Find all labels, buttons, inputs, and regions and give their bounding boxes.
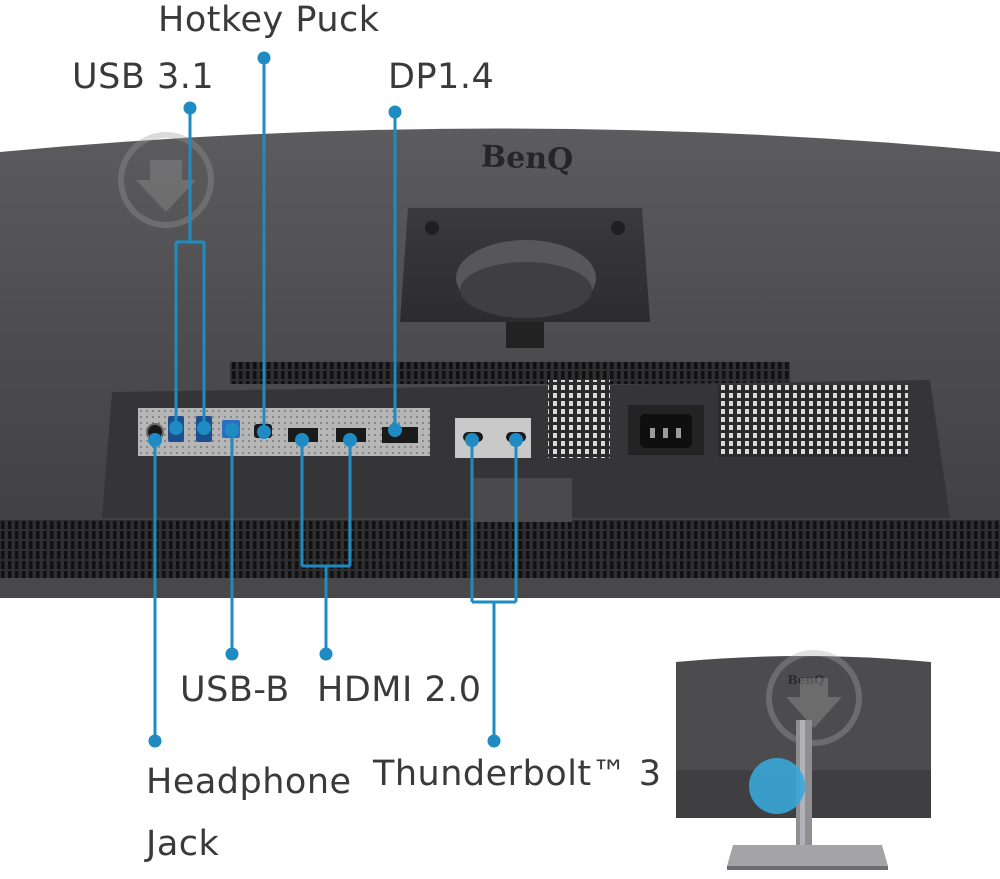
vent-grille-left: [548, 380, 610, 458]
vent-bottom: [0, 520, 1000, 580]
thumbnail-brand-logo: BenQ: [788, 673, 825, 687]
power-socket: [628, 405, 704, 455]
cable-clip: [472, 478, 572, 522]
label-dp14: DP1.4: [388, 57, 495, 97]
vent-upper: [230, 362, 790, 384]
label-thunderbolt: Thunderbolt™ 3: [373, 754, 662, 794]
label-usb-31: USB 3.1: [72, 57, 215, 97]
port-panel-main: [138, 408, 430, 456]
label-headphone-line2: Jack: [146, 824, 220, 864]
label-headphone-jack: Headphone Jack: [146, 751, 366, 875]
label-hotkey-puck: Hotkey Puck: [158, 0, 380, 40]
leader-lines: [153, 58, 518, 741]
label-hdmi20: HDMI 2.0: [317, 670, 482, 710]
highlight-marker: [749, 758, 805, 814]
monitor-thumbnail: BenQ: [676, 650, 931, 870]
watermark-icon: [118, 132, 214, 228]
vesa-mount: [400, 208, 650, 348]
label-headphone-line1: Headphone: [146, 762, 352, 802]
label-usb-b: USB-B: [180, 670, 290, 710]
brand-logo: BenQ: [480, 139, 574, 177]
vent-grille-right: [718, 385, 908, 457]
leader-dots: [148, 51, 523, 748]
